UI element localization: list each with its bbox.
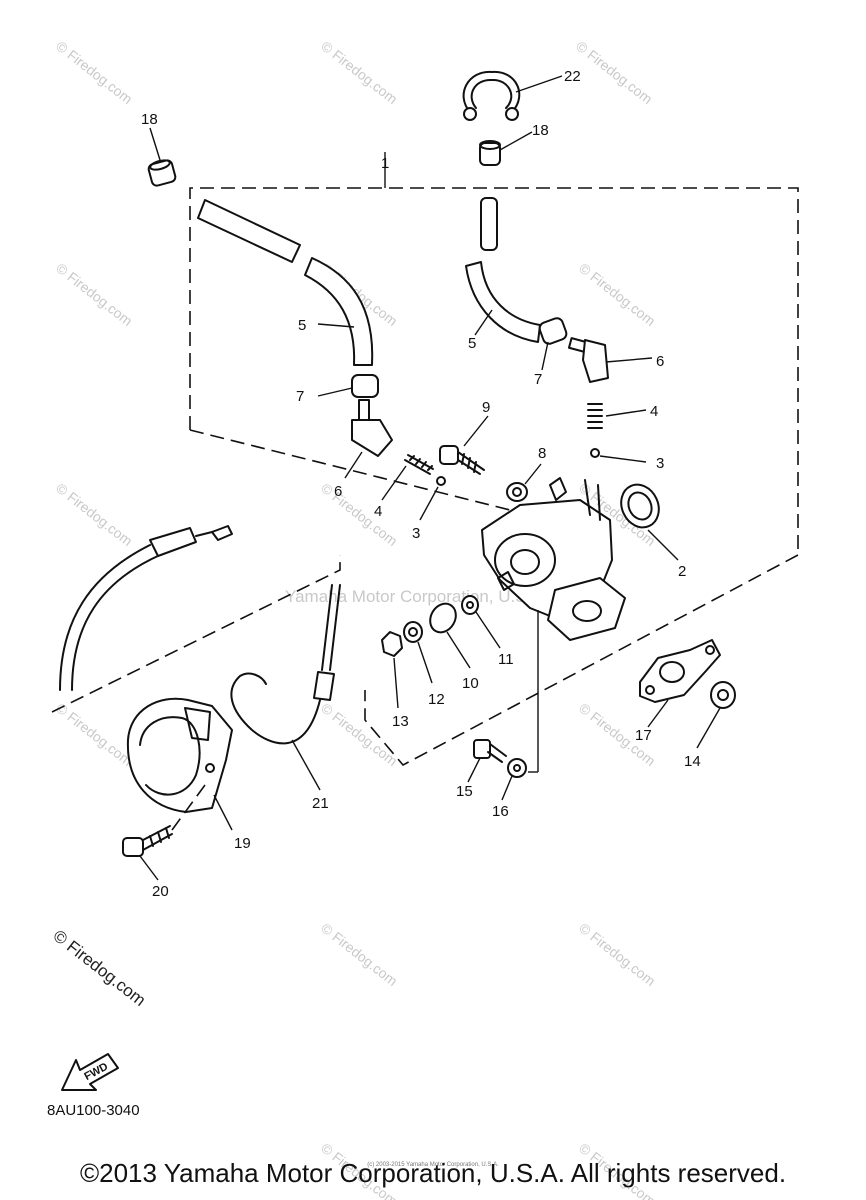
callout-12: 12 xyxy=(428,691,445,708)
assembly-boundary-upper xyxy=(189,187,799,555)
callout-18: 18 xyxy=(141,111,158,128)
forward-arrow-icon: FWD xyxy=(61,1053,119,1091)
washer-16 xyxy=(501,758,527,801)
cable-21 xyxy=(230,584,341,791)
watermark: © Firedog.com xyxy=(576,260,658,329)
cover-19 xyxy=(126,697,233,831)
callout-17: 17 xyxy=(635,727,652,744)
callout-18: 18 xyxy=(532,122,549,139)
callout-3: 3 xyxy=(656,455,664,472)
hose-5-right xyxy=(465,197,541,343)
callout-13: 13 xyxy=(392,713,409,730)
gasket-17 xyxy=(639,639,721,728)
callout-labels: 22 18 18 1 5 5 7 7 6 6 9 4 4 8 3 3 2 10 … xyxy=(141,68,701,900)
callout-21: 21 xyxy=(312,795,329,812)
watermark-large: © Firedog.com xyxy=(50,926,150,1010)
callout-11: 11 xyxy=(498,651,514,668)
copyright-notice: ©2013 Yamaha Motor Corporation, U.S.A. A… xyxy=(79,1158,787,1188)
check-ball-3-left xyxy=(419,476,446,521)
joint-7-left xyxy=(317,374,379,398)
spring-4-right xyxy=(587,403,647,429)
callout-1: 1 xyxy=(381,155,389,172)
callout-20: 20 xyxy=(152,883,169,900)
bolt-9 xyxy=(439,415,489,475)
bolt-20 xyxy=(122,784,206,881)
callout-8: 8 xyxy=(538,445,546,462)
collar-18-left xyxy=(147,127,177,187)
screw-15 xyxy=(467,739,507,783)
watermark-center: Yamaha Motor Corporation, U.S.A. xyxy=(285,587,547,606)
joint-7-right xyxy=(538,317,568,371)
watermark: © Firedog.com xyxy=(573,38,655,107)
callout-4: 4 xyxy=(650,403,658,420)
collar-18-top xyxy=(479,131,533,166)
callout-2: 2 xyxy=(678,563,686,580)
callout-7: 7 xyxy=(296,388,304,405)
clamp-22 xyxy=(462,70,563,121)
watermark: © Firedog.com xyxy=(53,700,135,769)
elbow-fitting-6-right xyxy=(567,337,653,383)
watermark: © Firedog.com xyxy=(318,920,400,989)
callout-19: 19 xyxy=(234,835,251,852)
callout-6: 6 xyxy=(656,353,664,370)
callout-10: 10 xyxy=(462,675,479,692)
callout-14: 14 xyxy=(684,753,701,770)
check-ball-3-right xyxy=(590,448,647,463)
pulley-10 xyxy=(429,602,471,669)
callout-3: 3 xyxy=(412,525,420,542)
watermark: © Firedog.com xyxy=(53,480,135,549)
callout-15: 15 xyxy=(456,783,473,800)
callout-9: 9 xyxy=(482,399,490,416)
washer-8 xyxy=(506,463,542,502)
callout-4: 4 xyxy=(374,503,382,520)
lock-washer-12 xyxy=(403,621,433,684)
oil-pump-body xyxy=(481,477,626,773)
assembly-boundary-diagonal xyxy=(189,429,511,511)
hose-5-left xyxy=(197,199,374,366)
tiny-credit: (c) 2003-2015 Yamaha Motor Corporation, … xyxy=(367,1162,499,1168)
part-code: 8AU100-3040 xyxy=(47,1102,140,1119)
callout-6: 6 xyxy=(334,483,342,500)
elbow-fitting-6-left xyxy=(344,399,393,479)
callout-7: 7 xyxy=(534,371,542,388)
washer-14 xyxy=(696,681,736,749)
callout-22: 22 xyxy=(564,68,581,85)
pump-cable xyxy=(59,525,233,691)
callout-5: 5 xyxy=(468,335,476,352)
assembly-outline xyxy=(51,152,799,767)
spring-4-left xyxy=(381,454,434,501)
callout-5: 5 xyxy=(298,317,306,334)
watermark: © Firedog.com xyxy=(318,38,400,107)
washer-11 xyxy=(461,595,501,649)
oil-seal-2 xyxy=(620,483,679,561)
watermark: © Firedog.com xyxy=(53,38,135,107)
watermark: © Firedog.com xyxy=(576,920,658,989)
callout-16: 16 xyxy=(492,803,509,820)
nut-13 xyxy=(381,631,403,709)
watermark: © Firedog.com xyxy=(318,700,400,769)
sub-assembly-boundary xyxy=(51,555,341,713)
watermark: © Firedog.com xyxy=(53,260,135,329)
assembly-boundary-lower xyxy=(364,554,799,767)
